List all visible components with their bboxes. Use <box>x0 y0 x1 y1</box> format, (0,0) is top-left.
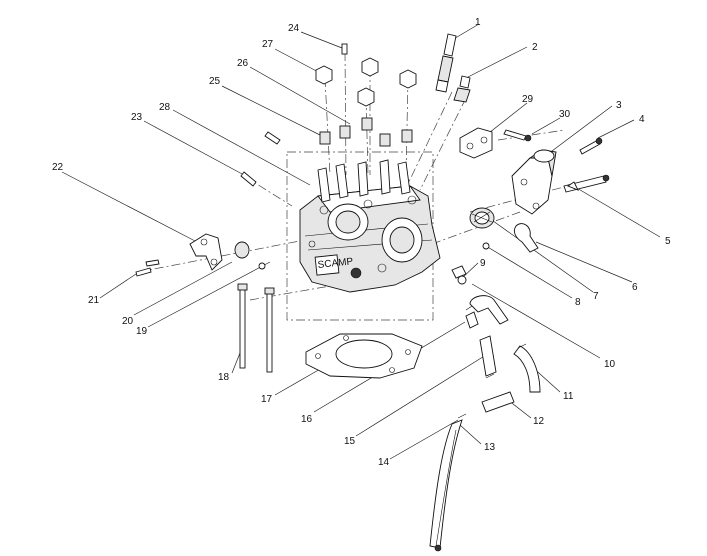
sensor-bracket <box>459 127 493 159</box>
callout-27: 27 <box>262 39 274 50</box>
coolant-hoses <box>429 295 541 552</box>
callout-16: 16 <box>301 414 313 425</box>
callout-17: 17 <box>261 394 273 405</box>
hose-clamps <box>457 305 527 419</box>
callout-19: 19 <box>136 326 148 337</box>
bracket-bolt <box>503 129 532 142</box>
water-elbow <box>513 223 539 253</box>
callout-2: 2 <box>532 42 538 53</box>
callout-labels: 1 2 3 4 5 6 7 8 9 10 11 12 13 14 15 16 1… <box>52 17 671 468</box>
callout-21: 21 <box>88 295 100 306</box>
callout-20: 20 <box>122 316 134 327</box>
thermostat <box>469 207 495 229</box>
callout-26: 26 <box>237 58 249 69</box>
callout-30: 30 <box>559 109 571 120</box>
callout-18: 18 <box>218 372 230 383</box>
callout-25: 25 <box>209 76 221 87</box>
callout-14: 14 <box>378 457 390 468</box>
assembly-boundary <box>286 151 434 321</box>
cylinder-head: SCAMP <box>299 159 441 293</box>
rubber-mount <box>234 241 266 270</box>
thermostat-housing <box>511 149 557 215</box>
callout-13: 13 <box>484 442 496 453</box>
temperature-sensor <box>453 75 471 103</box>
head-studs <box>237 283 275 373</box>
head-gasket <box>305 333 423 379</box>
callout-5: 5 <box>665 236 671 247</box>
head-decal-text: SCAMP <box>317 256 354 271</box>
bracket-bolts <box>135 259 160 277</box>
callout-24: 24 <box>288 23 300 34</box>
callout-12: 12 <box>533 416 545 427</box>
callout-3: 3 <box>616 100 622 111</box>
head-nuts <box>315 43 417 147</box>
callout-15: 15 <box>344 436 356 447</box>
callout-23: 23 <box>131 112 143 123</box>
small-fittings <box>451 242 490 285</box>
callout-11: 11 <box>563 391 574 402</box>
callout-29: 29 <box>522 94 534 105</box>
callout-9: 9 <box>480 258 486 269</box>
callout-6: 6 <box>632 282 638 293</box>
callout-28: 28 <box>159 102 171 113</box>
callout-7: 7 <box>593 291 599 302</box>
callout-10: 10 <box>604 359 616 370</box>
callout-4: 4 <box>639 114 645 125</box>
bolts <box>563 137 610 193</box>
callout-1: 1 <box>475 17 481 28</box>
callout-8: 8 <box>575 297 581 308</box>
spark-plug <box>435 33 457 93</box>
engine-bracket <box>189 233 223 271</box>
small-studs <box>240 131 281 187</box>
callout-22: 22 <box>52 162 64 173</box>
